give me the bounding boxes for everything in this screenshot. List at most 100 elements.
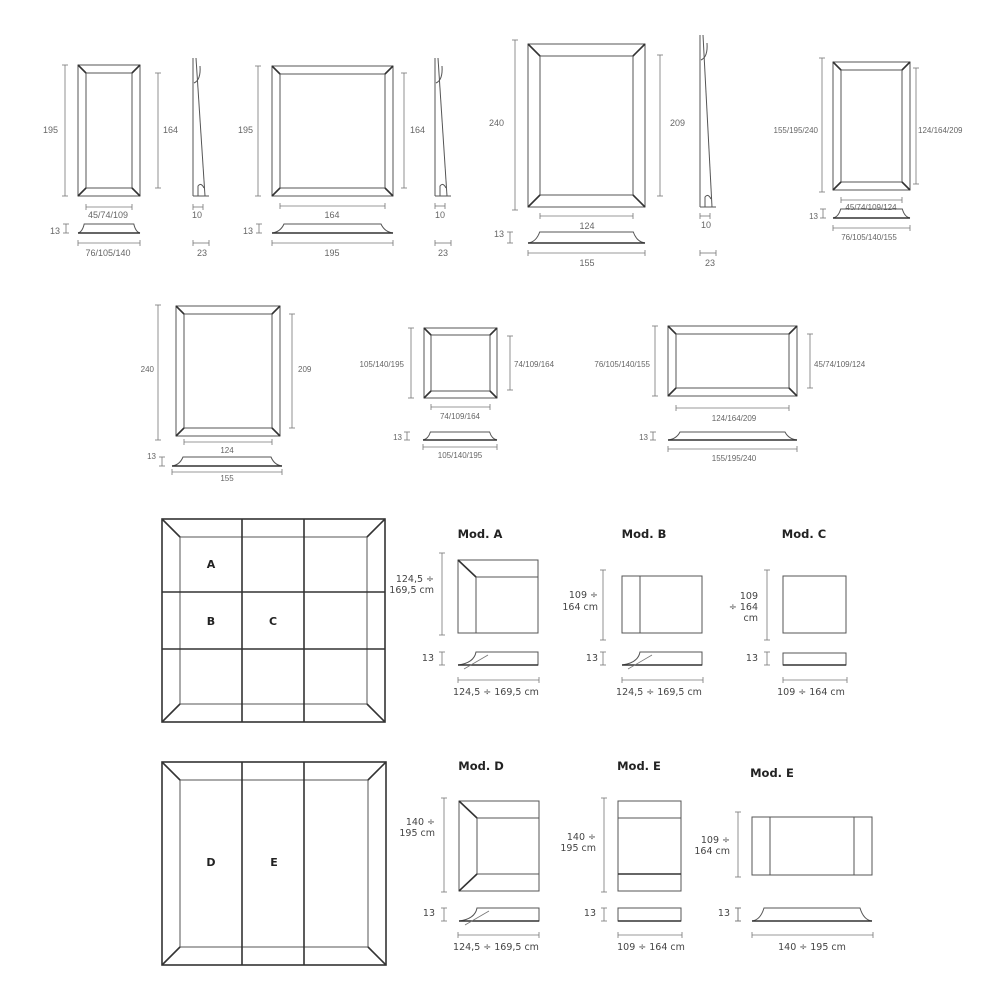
module-height-line2: ÷ 164 <box>729 602 758 613</box>
module-profile <box>617 907 682 922</box>
module-e-vertical: Mod. E 140 ÷ 195 cm 13 109 ÷ 164 cm <box>560 759 685 953</box>
module-c: Mod. C 109 ÷ 164 cm 13 109 ÷ 164 cm <box>729 527 847 698</box>
frame-miter <box>667 325 677 335</box>
side-view-hook <box>435 65 443 84</box>
module-front <box>621 575 703 634</box>
frame-outline <box>77 64 141 197</box>
frame-miter <box>77 187 87 197</box>
cell-label-e: E <box>270 856 278 869</box>
frame-inner-height: 209 <box>670 118 685 128</box>
frame-depth: 13 <box>50 226 60 236</box>
frame-width: 155 <box>220 474 234 483</box>
frame-height: 240 <box>489 118 504 128</box>
module-height-line2: 164 cm <box>694 846 730 857</box>
frame-miter <box>175 427 185 437</box>
frame-inner-width: 124 <box>220 446 234 455</box>
side-view-hook <box>193 65 201 84</box>
frame-miter <box>901 181 911 191</box>
module-front <box>782 575 847 634</box>
frame-height: 76/105/140/155 <box>594 360 650 369</box>
frame-7-labels: 76/105/140/155 45/74/109/124 124/164/209… <box>594 360 865 463</box>
module-front <box>751 816 873 876</box>
module-width: 124,5 ÷ 169,5 cm <box>453 687 539 698</box>
module-d: Mod. D 140 ÷ 195 cm 13 124,5 ÷ 169,5 cm <box>399 759 540 953</box>
side-thickness: 10 <box>701 220 711 230</box>
side-thickness: 10 <box>435 210 445 220</box>
profile-section-line <box>464 910 490 926</box>
side-thickness: 10 <box>192 210 202 220</box>
frame-inner-outline <box>183 313 273 429</box>
profile-section-line <box>627 654 653 670</box>
frame-height: 155/195/240 <box>774 126 819 135</box>
module-height-line1: 109 ÷ <box>569 590 598 601</box>
module-depth: 13 <box>586 653 598 664</box>
frame-miter <box>271 305 281 315</box>
module-miter <box>458 873 478 892</box>
frame-inner-height: 45/74/109/124 <box>814 360 866 369</box>
frame-miter <box>901 61 911 71</box>
frame-width: 195 <box>324 248 339 258</box>
module-front <box>458 800 540 892</box>
grid-inner-frame <box>179 536 368 705</box>
module-height-line2: 195 cm <box>399 828 435 839</box>
grid-miter <box>161 703 181 723</box>
module-height-line3: cm <box>744 613 758 624</box>
module-height-line1: 109 <box>740 591 758 602</box>
frame-profile <box>422 431 498 441</box>
frame-outline <box>423 327 498 399</box>
frame-miter <box>423 390 432 399</box>
frame-height: 195 <box>43 125 58 135</box>
side-view-foot <box>197 183 205 196</box>
frame-miter <box>632 194 646 208</box>
side-view-front <box>437 57 448 197</box>
module-height-line2: 195 cm <box>560 843 596 854</box>
side-view-foot <box>439 183 447 196</box>
side-view-front <box>195 57 206 197</box>
frame-inner-height: 164 <box>163 125 178 135</box>
module-depth: 13 <box>746 653 758 664</box>
frame-profile <box>527 231 646 244</box>
frame-inner-width: 164 <box>324 210 339 220</box>
module-title: Mod. E <box>617 759 661 773</box>
frame-inner-outline <box>85 72 133 189</box>
module-title: Mod. E <box>750 766 794 780</box>
frame-miter <box>77 64 87 74</box>
side-depth: 23 <box>197 248 207 258</box>
frame-depth: 13 <box>494 229 504 239</box>
frame-inner-width: 45/74/109/124 <box>845 203 897 212</box>
module-height-line1: 124,5 ÷ <box>396 574 434 585</box>
module-b: Mod. B 109 ÷ 164 cm 13 124,5 ÷ 169,5 cm <box>562 527 703 698</box>
frame-4-labels: 155/195/240 124/164/209 45/74/109/124 13… <box>774 126 964 242</box>
module-e-horizontal: Mod. E 109 ÷ 164 cm 13 140 ÷ 195 cm <box>694 766 873 953</box>
frame-inner-width: 124 <box>579 221 594 231</box>
module-width: 124,5 ÷ 169,5 cm <box>616 687 702 698</box>
frame-6-labels: 105/140/195 74/109/164 74/109/164 13 105… <box>360 360 555 460</box>
frame-width: 76/105/140 <box>85 248 130 258</box>
frame-height: 240 <box>141 365 155 374</box>
side-view-foot <box>704 194 712 207</box>
frame-inner-outline <box>430 334 491 392</box>
grid-miter <box>161 761 181 781</box>
frame-miter <box>788 325 798 335</box>
frame-miter <box>788 387 798 397</box>
module-title: Mod. A <box>458 527 503 541</box>
frame-outline <box>271 65 394 197</box>
module-width: 124,5 ÷ 169,5 cm <box>453 942 539 953</box>
module-width: 109 ÷ 164 cm <box>777 687 845 698</box>
frame-inner-width: 74/109/164 <box>440 412 481 421</box>
frame-3-labels: 240 209 124 13 155 10 23 <box>489 118 715 268</box>
module-profile <box>621 651 703 666</box>
frame-miter <box>667 387 677 397</box>
frame-inner-height: 164 <box>410 125 425 135</box>
frame-height: 195 <box>238 125 253 135</box>
module-width: 140 ÷ 195 cm <box>778 942 846 953</box>
module-front <box>457 559 539 634</box>
grid-miter <box>366 703 386 723</box>
frame-depth: 13 <box>639 433 648 442</box>
frame-miter <box>131 64 141 74</box>
frame-inner-height: 209 <box>298 365 312 374</box>
frame-miter <box>271 65 281 75</box>
module-a: Mod. A 124,5 ÷ 169,5 cm 13 124,5 ÷ 169,5… <box>389 527 539 698</box>
